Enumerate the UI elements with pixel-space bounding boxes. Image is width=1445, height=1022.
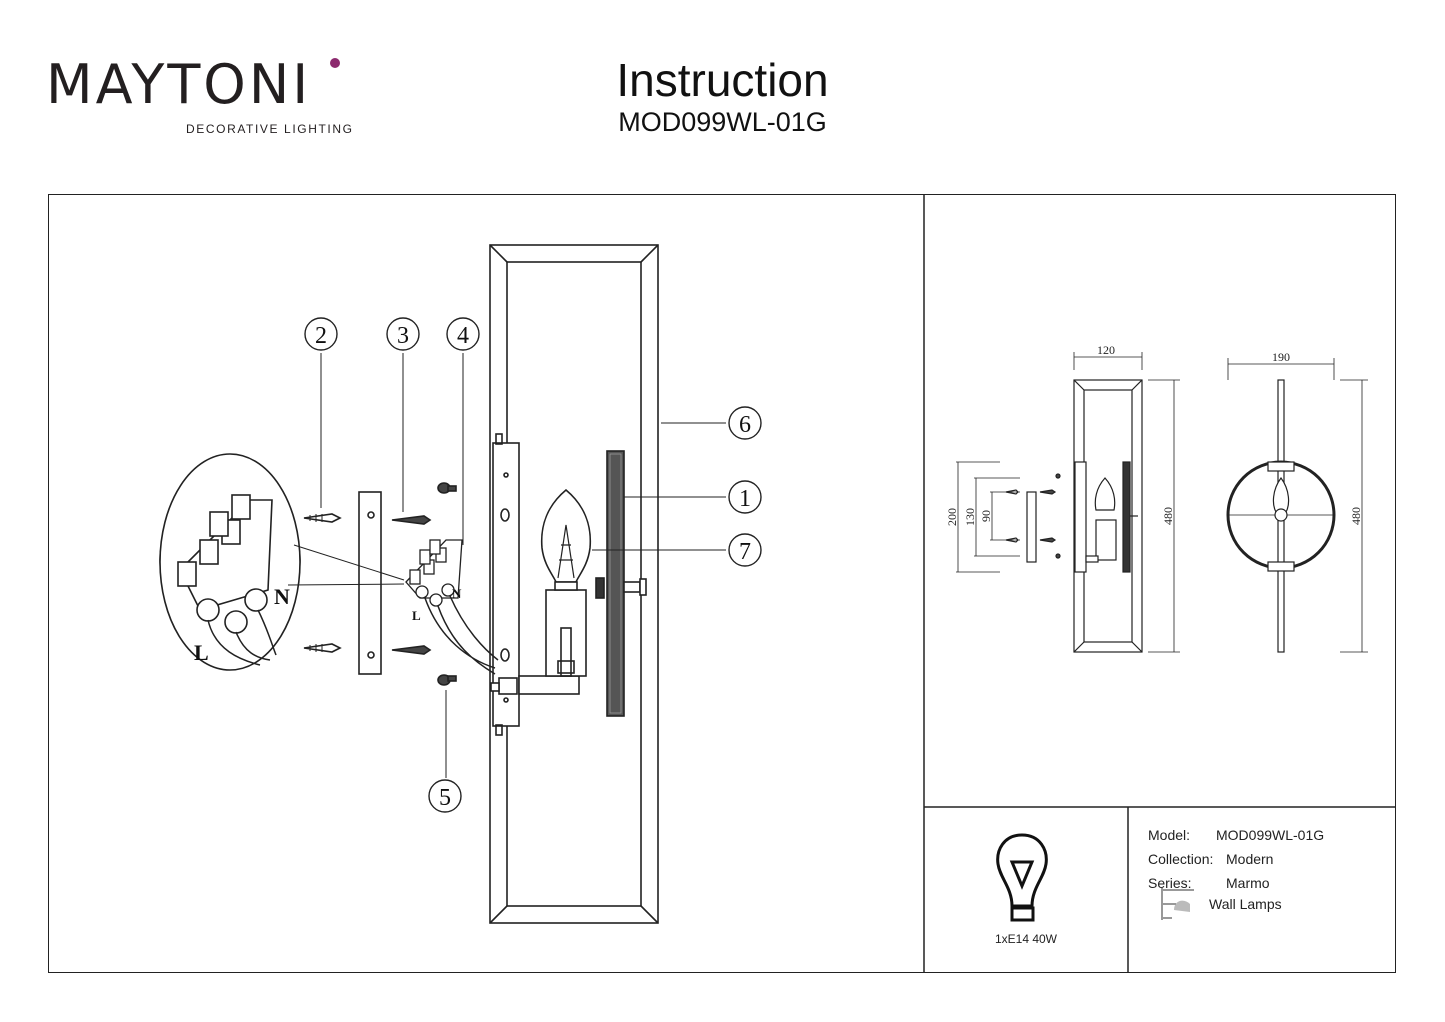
bulb-icon	[996, 833, 1048, 922]
wall-plate	[358, 491, 382, 675]
callout-4	[446, 317, 480, 351]
callout-3-label: 3	[397, 323, 409, 349]
model-code: MOD099WL-01G	[618, 107, 827, 137]
brand-logo: MAYTONI DECORATIVE LIGHTING	[46, 53, 352, 137]
spec-collection-value: Modern	[1226, 851, 1274, 867]
callouts	[304, 317, 762, 813]
callout-7-label: 7	[739, 539, 751, 565]
wire-label-l-large: L	[194, 640, 209, 665]
callout-1-label: 1	[739, 486, 751, 512]
spec-collection-label: Collection:	[1148, 851, 1214, 867]
front-view	[956, 352, 1180, 653]
page-title: Instruction	[616, 54, 829, 106]
wire-label-l-small: L	[412, 608, 421, 623]
callout-3	[386, 317, 420, 351]
spec-series-label: Series:	[1148, 875, 1192, 891]
wall-screw	[391, 515, 432, 525]
dim-front-width: 120	[1097, 343, 1115, 357]
dim-side-width: 190	[1272, 350, 1290, 364]
brand-name: MAYTONI	[46, 53, 312, 116]
callout-2-label: 2	[315, 323, 327, 349]
callout-4-label: 4	[457, 323, 469, 349]
callout-5-label: 5	[439, 785, 451, 811]
wire-label-n-small: N	[452, 586, 462, 601]
assembly-drawing	[159, 244, 726, 924]
dim-mount-span: 130	[963, 508, 977, 526]
dim-front-height: 480	[1161, 507, 1175, 525]
lamp-socket	[545, 589, 587, 677]
callout-2	[304, 317, 338, 351]
candle-bulb	[540, 488, 592, 583]
instruction-frame	[48, 194, 1396, 973]
outer-frame	[489, 244, 659, 924]
wall-lamp-icon	[1161, 888, 1194, 920]
dim-side-height: 480	[1349, 507, 1363, 525]
callout-1	[728, 480, 762, 514]
spec-model-value: MOD099WL-01G	[1216, 827, 1325, 843]
terminal-block	[405, 539, 499, 675]
bulb-spec: 1xE14 40W	[994, 932, 1058, 946]
dim-backplate: 200	[945, 508, 959, 526]
spec-type-value: Wall Lamps	[1209, 896, 1282, 912]
logo-accent-dot	[330, 58, 340, 68]
callout-6	[728, 406, 762, 440]
marble-shade	[606, 450, 625, 717]
dim-screw-span: 90	[979, 510, 993, 522]
spec-series-value: Marmo	[1226, 875, 1270, 891]
callout-5	[428, 779, 462, 813]
wire-label-n-large: N	[274, 584, 290, 609]
callout-6-label: 6	[739, 412, 751, 438]
brand-tagline: DECORATIVE LIGHTING	[186, 122, 354, 136]
spec-model-label: Model:	[1148, 827, 1191, 843]
callout-7	[728, 533, 762, 567]
side-view	[1226, 358, 1368, 653]
